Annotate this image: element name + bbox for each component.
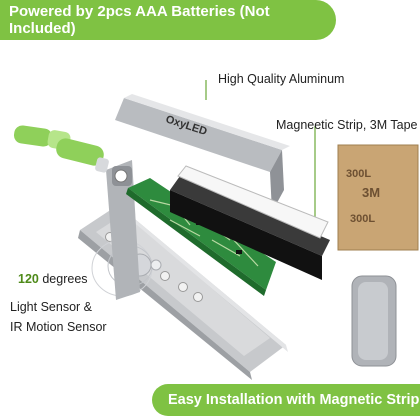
bottom-banner: Easy Installation with Magnetic Strip <box>152 384 420 416</box>
tape-roll: 300L 3M 300L <box>337 144 419 251</box>
aaa-batteries <box>13 125 109 173</box>
sensor-callout-line1: Light Sensor & <box>10 300 92 314</box>
top-banner: Powered by 2pcs AAA Batteries (Not Inclu… <box>0 0 336 40</box>
tape-label-2: 3M <box>362 185 380 200</box>
tape-label-1: 300L <box>346 168 371 180</box>
sensor-callout-line2: IR Motion Sensor <box>10 320 107 334</box>
bottom-banner-text: Easy Installation with Magnetic Strip <box>168 392 420 408</box>
aluminum-cover: OxyLED <box>115 94 290 212</box>
tape-label-3: 300L <box>350 213 375 225</box>
angle-value: 120 <box>18 272 39 286</box>
top-banner-text: Powered by 2pcs AAA Batteries (Not Inclu… <box>9 3 270 37</box>
angle-callout: 120 degrees <box>18 272 88 286</box>
magnet-strip <box>170 176 330 280</box>
end-cap <box>351 275 397 367</box>
battery-bracket <box>106 160 140 300</box>
magnetic-callout: Magneetic Strip, 3M Tape <box>276 118 418 132</box>
tape-layer <box>177 165 329 239</box>
aluminum-callout: High Quality Aluminum <box>218 72 345 86</box>
angle-unit: degrees <box>42 272 88 286</box>
